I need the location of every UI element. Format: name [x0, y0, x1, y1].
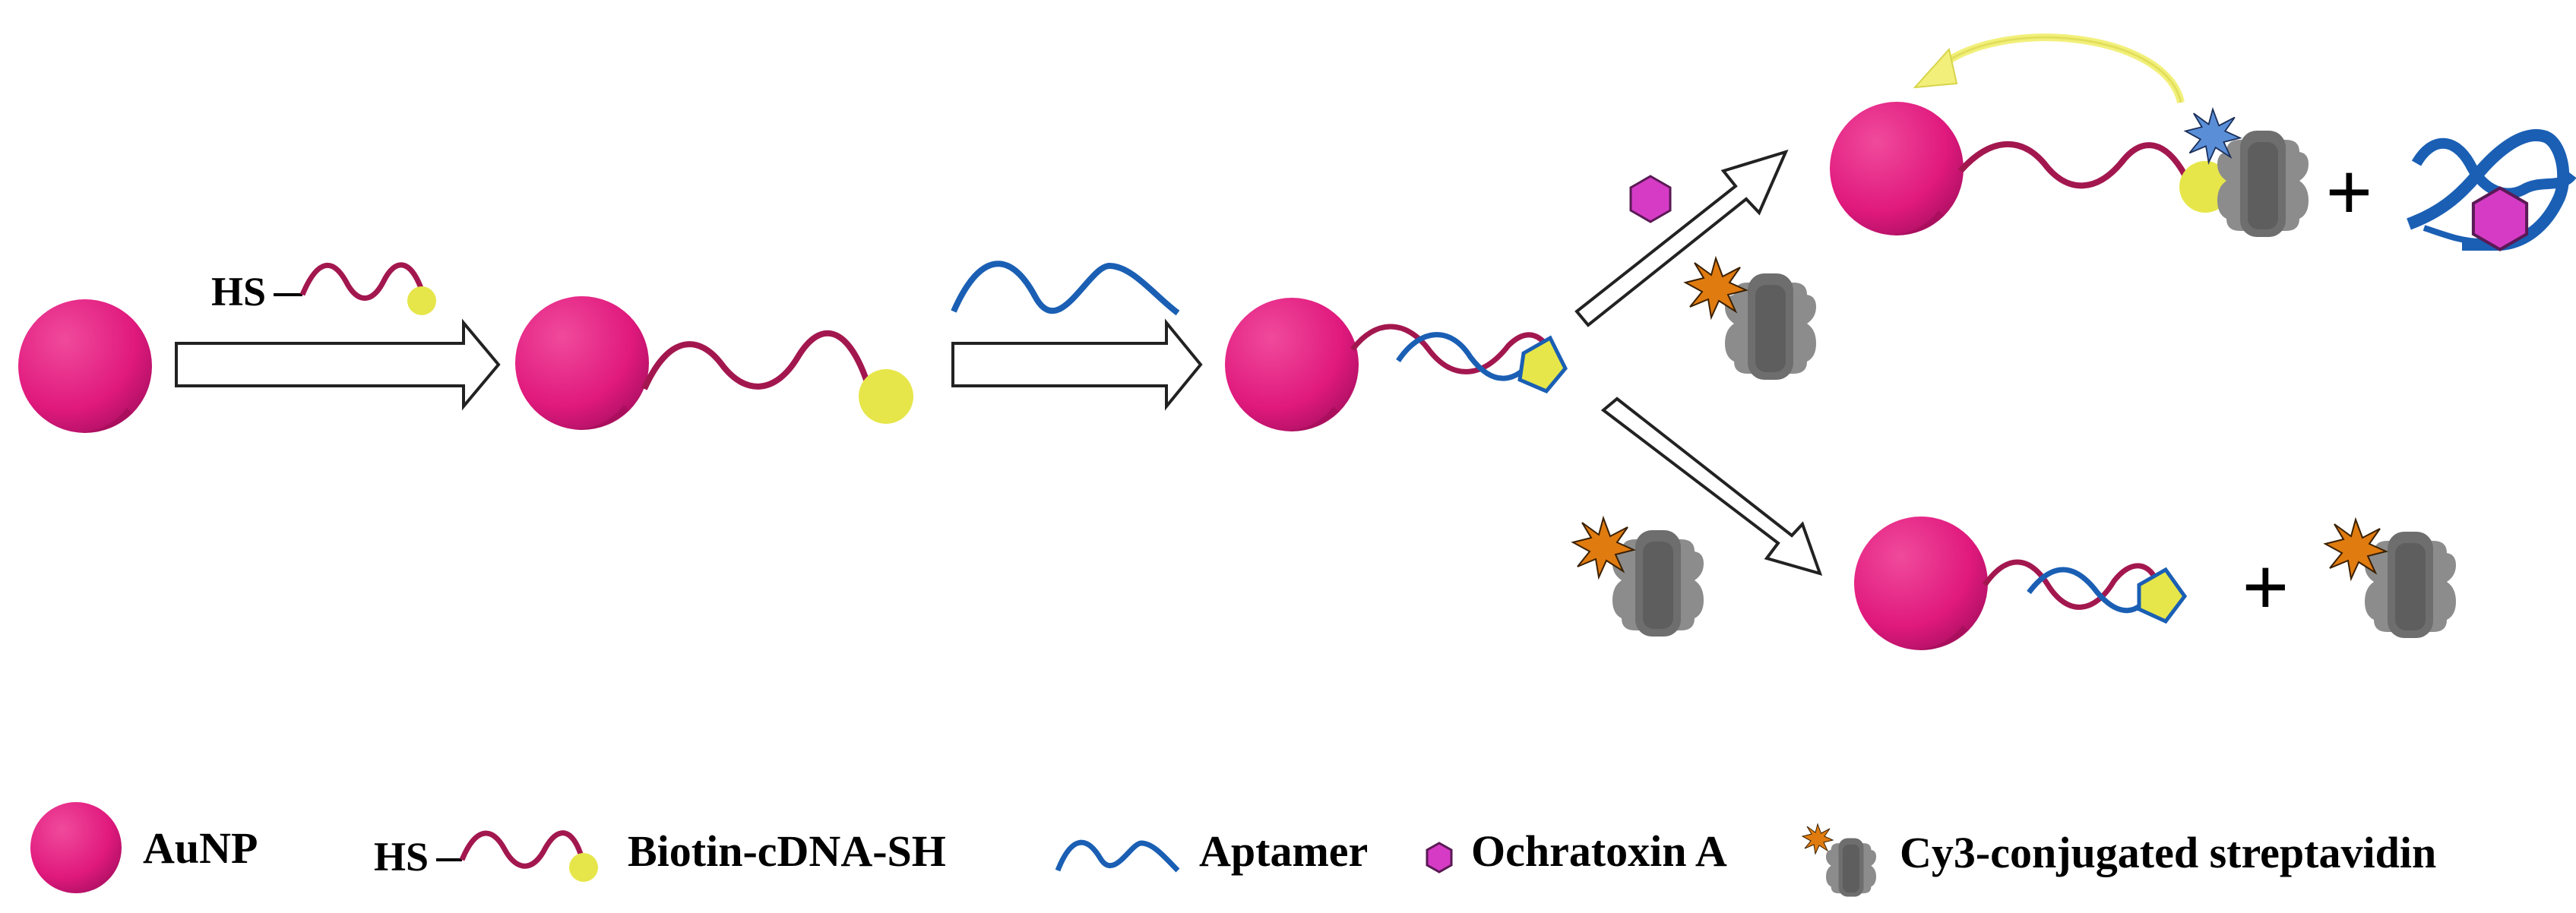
- legend-aptamer: Aptamer: [1055, 826, 1368, 876]
- hs-label: HS: [211, 269, 266, 314]
- legend-ota-label: Ochratoxin A: [1471, 826, 1727, 876]
- arrow-upper-branch: [1574, 149, 1789, 327]
- arrow-step1: [175, 318, 501, 411]
- legend-aptamer-label: Aptamer: [1199, 826, 1368, 876]
- aptamer-strand: [951, 261, 1180, 316]
- arrow-lower-branch: [1600, 396, 1823, 576]
- legend-hs-label: HS: [374, 834, 429, 880]
- reagent-biotin-cdna-sh: HS: [211, 262, 436, 315]
- legend-aunp: AuNP: [30, 802, 258, 893]
- biotin-dot: [859, 369, 913, 424]
- ochratoxin-molecule: [1629, 175, 1672, 223]
- cdna-strand: [641, 330, 869, 390]
- arrow-step2: [951, 318, 1203, 411]
- lower-result: +: [1854, 517, 2456, 650]
- aptamer-ochratoxin-complex: [2407, 129, 2576, 249]
- legend-aunp-label: AuNP: [143, 823, 258, 873]
- legend: AuNP HS Biotin-cDNA-SH Aptamer Ochratoxi…: [30, 802, 2436, 897]
- lower-branch-reagents: [1572, 517, 1704, 637]
- legend-cy3sa-label: Cy3-conjugated streptavidin: [1900, 828, 2436, 877]
- cdna-strand: [299, 262, 425, 301]
- aunp-step1: [18, 299, 152, 433]
- quenched-cy3-star: [2183, 106, 2242, 166]
- energy-transfer-arrow: [1931, 33, 2185, 104]
- legend-cdna-label: Biotin-cDNA-SH: [628, 826, 946, 876]
- aunp-cdna-conjugate: [515, 296, 913, 430]
- plus-sign-top: +: [2325, 146, 2373, 239]
- plus-sign-bottom: +: [2242, 541, 2290, 633]
- legend-cdna: HS Biotin-cDNA-SH: [374, 826, 946, 882]
- legend-cy3sa: Cy3-conjugated streptavidin: [1802, 823, 2436, 897]
- upper-result: +: [1830, 33, 2576, 249]
- streptavidin: [2217, 131, 2309, 237]
- reagent-aptamer: [951, 261, 1180, 316]
- biotin-dot: [407, 286, 436, 315]
- legend-ota: Ochratoxin A: [1426, 826, 1727, 876]
- aunp-duplex: [1225, 298, 1568, 431]
